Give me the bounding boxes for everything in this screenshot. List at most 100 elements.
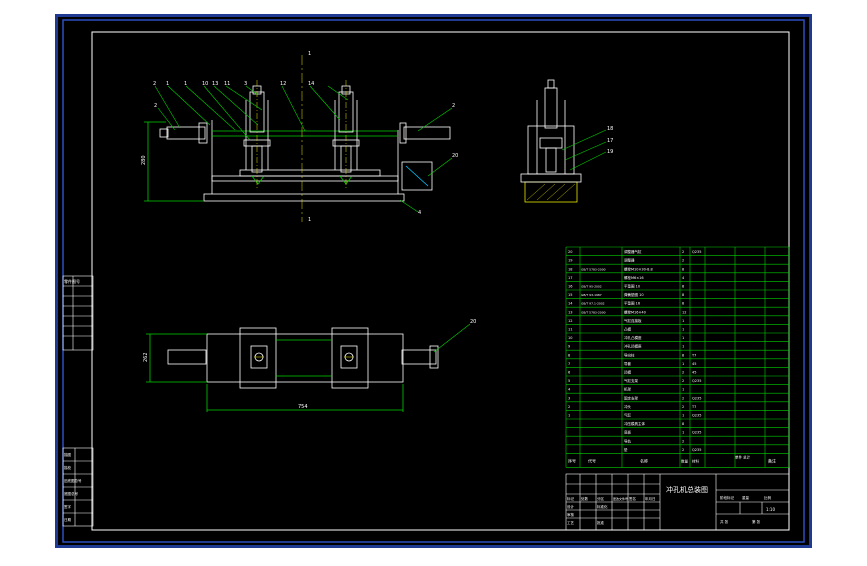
bom-row-material: 45 — [692, 362, 696, 366]
bom-row-number: 9 — [568, 345, 570, 349]
bom-row-code: GB/T 95-2002 — [581, 285, 602, 289]
bom-row-qty: 1 — [682, 336, 684, 340]
bom-row-name: 机架 — [624, 387, 632, 392]
svg-text:第 张: 第 张 — [752, 519, 761, 524]
bom-row-name: 气缸连接板 — [624, 318, 642, 323]
bom-row-number: 5 — [568, 379, 570, 383]
bom-row-qty: 1 — [682, 388, 684, 392]
bom-row-name: 调整器气缸 — [624, 249, 642, 254]
svg-text:设计: 设计 — [567, 504, 575, 509]
right-die-block — [340, 345, 358, 369]
plan-view-labels: 262 754 20 — [143, 319, 476, 410]
bom-row-number: 16 — [568, 285, 572, 289]
svg-text:年月日: 年月日 — [645, 496, 656, 501]
bom-row-name: 调整器 — [624, 258, 635, 263]
bom-row-number: 20 — [568, 250, 572, 254]
bom-row-qty: 2 — [682, 250, 684, 254]
bom-row-name: 导轨 — [624, 438, 632, 443]
bom-header-qty: 数量 — [681, 458, 689, 463]
svg-text:标准化: 标准化 — [597, 504, 608, 509]
side-view — [520, 79, 607, 203]
bom-row-material: Q235 — [692, 396, 701, 400]
dimension-label: 754 — [298, 404, 308, 410]
plan-left-cylinder — [167, 349, 207, 365]
part-label: 17 — [607, 138, 613, 144]
bom-row-name: 冲压模具主体 — [624, 421, 645, 426]
svg-text:描图: 描图 — [64, 452, 71, 457]
part-label: 1 — [166, 81, 169, 87]
bom-row-material: Q235 — [692, 414, 701, 418]
svg-text:共 张: 共 张 — [720, 519, 729, 524]
bom-header-name: 名称 — [640, 457, 648, 463]
bom-row-name: 气缸 — [624, 413, 632, 418]
bom-row-name: 气缸支架 — [624, 378, 638, 383]
title-block-text: 冲孔机总装图 标记 处数 分区 更改文件号 签名 年月日 设计 标准化 审核 工… — [567, 485, 775, 525]
bom-row-qty: 1 — [682, 362, 684, 366]
svg-text:底图总号: 底图总号 — [64, 491, 78, 496]
bom-row-qty: 1 — [682, 345, 684, 349]
left-strip-bottom-labels: 描图 描校 旧底图总号 底图总号 签字 日期 — [64, 452, 82, 522]
bom-header-weight: 单件 总计 — [735, 454, 751, 459]
bom-header-code: 代号 — [588, 457, 596, 463]
bom-row-name: 螺栓M6×16 — [624, 275, 644, 280]
bom-row-qty: 8 — [682, 353, 684, 357]
bom-row-qty: 2 — [682, 371, 684, 375]
part-label: 18 — [607, 126, 613, 132]
bom-row-number: 7 — [568, 362, 570, 366]
bom-row-qty: 8 — [682, 285, 684, 289]
svg-text:阶段标记: 阶段标记 — [720, 495, 734, 500]
bom-row-name: 螺栓M10×30-8.8 — [624, 266, 653, 271]
bom-row-name: 弹簧垫圈 10 — [624, 292, 644, 297]
bom-row-number: 15 — [568, 293, 572, 297]
svg-text:比例: 比例 — [764, 495, 772, 500]
bom-row-name: 导套 — [624, 361, 632, 366]
bom-row-qty: 1 — [682, 414, 684, 418]
front-view-labels: 2 1 1 10 13 11 3 12 14 2 2 20 4 1 1 280 — [141, 51, 458, 223]
plan-view — [146, 323, 471, 412]
bom-row-material: Q235 — [692, 379, 701, 383]
base-plate — [203, 193, 405, 202]
bom-row-name: 导向柱 — [624, 352, 635, 357]
bom-row-qty: 12 — [682, 310, 686, 314]
bom-row-code: GB/T 5783-2000 — [581, 310, 606, 314]
right-cylinder — [403, 126, 451, 140]
part-label: 13 — [212, 81, 218, 87]
bom-row-number: 8 — [568, 353, 570, 357]
scale-value: 1:10 — [766, 507, 775, 512]
bom-row-material: T7 — [691, 353, 696, 357]
bom-row-qty: 2 — [682, 448, 684, 452]
bom-row-number: 10 — [568, 336, 572, 340]
part-label: 11 — [224, 81, 230, 87]
bom-row-name: 垫 — [624, 447, 628, 452]
side-view-labels: 18 17 19 — [607, 126, 613, 155]
bom-row-name: 凸模 — [624, 327, 632, 332]
bom-row-name: 固定支架 — [624, 395, 638, 400]
svg-text:处数: 处数 — [581, 496, 589, 501]
bom-row-material: Q235 — [692, 250, 701, 254]
bom-row-code: GB/T 97.1-2002 — [581, 302, 605, 306]
drawing-name: 冲孔机总装图 — [666, 485, 708, 494]
bom-row-number: 12 — [568, 319, 572, 323]
part-label: 12 — [280, 81, 286, 87]
bom-row-number: 4 — [568, 388, 571, 392]
bom-row-number: 1 — [568, 414, 570, 418]
bom-row-number: 13 — [568, 310, 572, 314]
left-cylinder — [166, 126, 206, 140]
bom-row-number: 19 — [568, 259, 572, 263]
svg-text:签字: 签字 — [64, 504, 71, 509]
svg-text:审核: 审核 — [567, 512, 575, 517]
bom-row-qty: 8 — [682, 267, 684, 271]
part-label: 20 — [452, 153, 458, 159]
part-label: 3 — [244, 81, 247, 87]
bom-row-material: T7 — [691, 405, 696, 409]
title-block — [565, 473, 790, 531]
bom-row-number: 17 — [568, 276, 572, 280]
bom-row-code: GB/T 5783-2000 — [581, 267, 606, 271]
svg-text:签名: 签名 — [629, 496, 636, 501]
plan-frame — [206, 333, 404, 383]
dimension-label: 280 — [141, 155, 147, 165]
part-label: 2 — [154, 103, 157, 109]
drawing-sheet — [58, 17, 809, 545]
